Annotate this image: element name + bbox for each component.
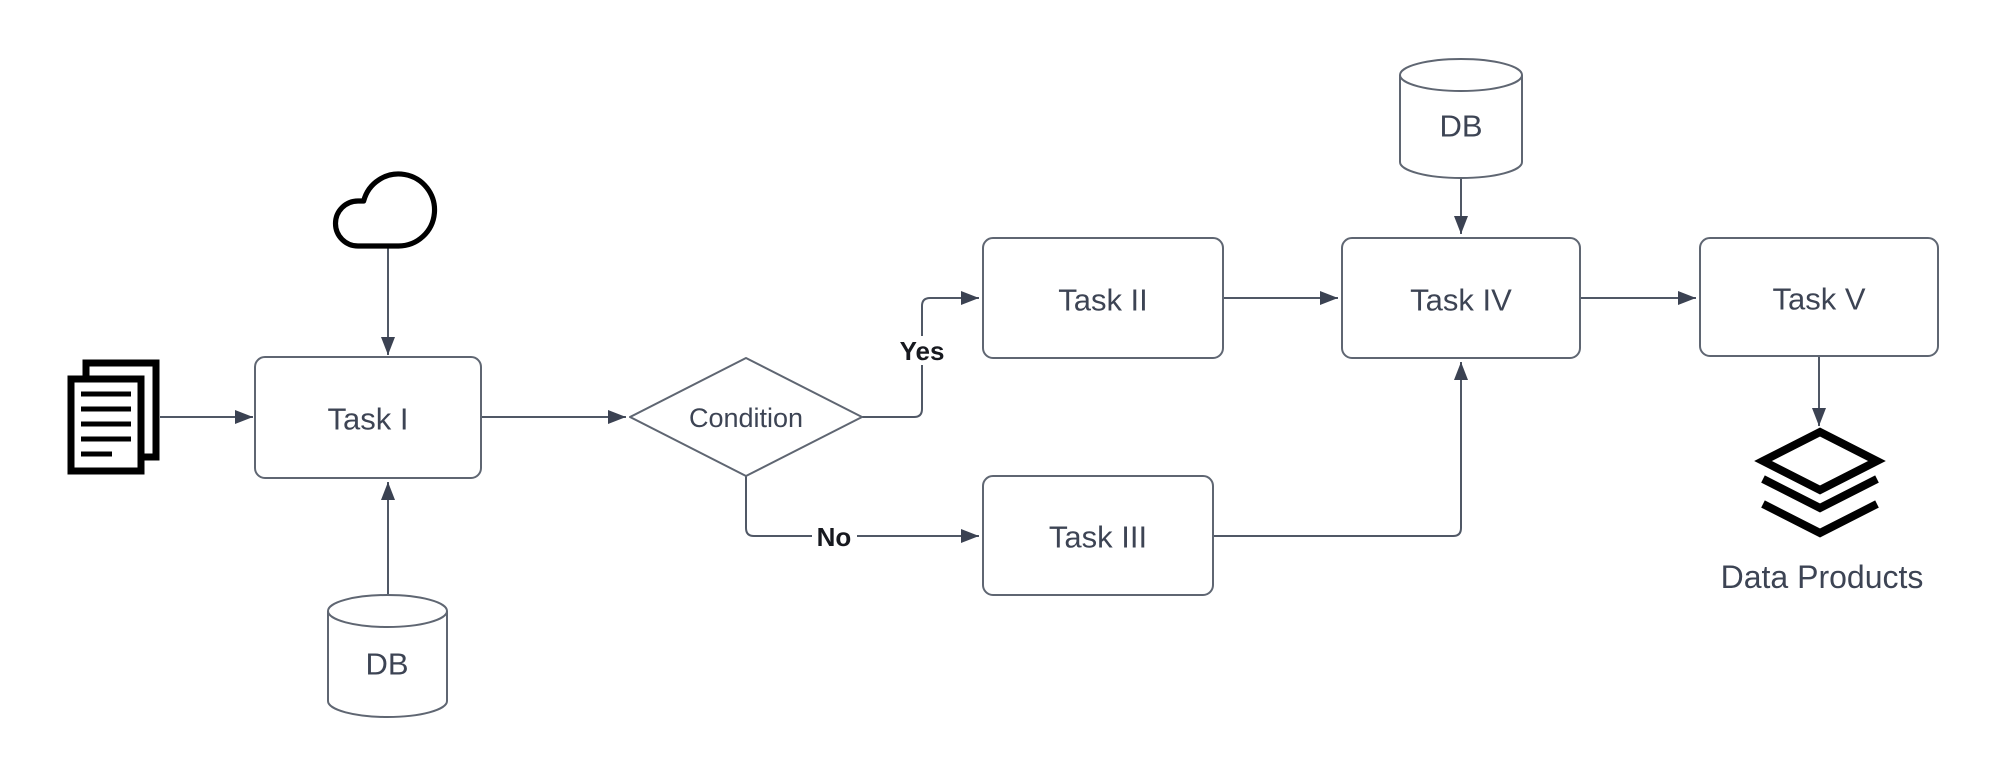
node-task-2: Task II (982, 237, 1224, 359)
documents-icon (67, 359, 160, 475)
no-label-background (812, 522, 857, 551)
cloud-icon (332, 171, 438, 249)
svg-text:Task V: Task V (1772, 282, 1865, 317)
condition-shape (629, 357, 863, 477)
layers-icon (1754, 427, 1886, 538)
svg-text:DB: DB (1439, 109, 1482, 144)
edge-task3-to-task4 (1213, 362, 1468, 537)
svg-text:Task II: Task II (1058, 283, 1148, 318)
edge-label-no: No (812, 522, 857, 552)
db-input-body (327, 611, 448, 718)
layers-middle-layer (1761, 475, 1879, 513)
svg-text:Yes: Yes (900, 336, 945, 366)
node-task-1: Task I (254, 356, 482, 479)
data-products-caption: Data Products (1721, 559, 1924, 595)
cloud-shape (332, 171, 438, 249)
database-cylinder-task4: DB (1399, 58, 1523, 179)
task3-box (982, 475, 1214, 596)
db-input-top (327, 594, 448, 628)
svg-text:Task I: Task I (328, 402, 409, 437)
edge-condition-no-to-task3 (745, 475, 979, 543)
edge-label-yes: Yes (894, 336, 950, 366)
svg-text:Condition: Condition (689, 403, 803, 433)
yes-label-background (894, 336, 950, 365)
svg-text:Task IV: Task IV (1410, 283, 1512, 318)
data-products-output: Data Products (1721, 427, 1924, 595)
task4-box (1341, 237, 1581, 359)
node-task-4: Task IV (1341, 237, 1581, 359)
task5-box (1699, 237, 1939, 357)
database-cylinder-input: DB (327, 594, 448, 718)
task1-box (254, 356, 482, 479)
node-task-5: Task V (1699, 237, 1939, 357)
layers-top-layer (1754, 427, 1886, 495)
document-text-lines (81, 391, 131, 457)
condition-diamond: Condition (629, 357, 863, 477)
task2-box (982, 237, 1224, 359)
node-task-3: Task III (982, 475, 1214, 596)
svg-text:Task III: Task III (1049, 520, 1147, 555)
db-task4-top (1399, 58, 1523, 92)
svg-text:No: No (817, 522, 852, 552)
db-task4-body (1399, 75, 1523, 179)
layers-bottom-layer (1761, 500, 1879, 538)
svg-text:DB: DB (365, 647, 408, 682)
